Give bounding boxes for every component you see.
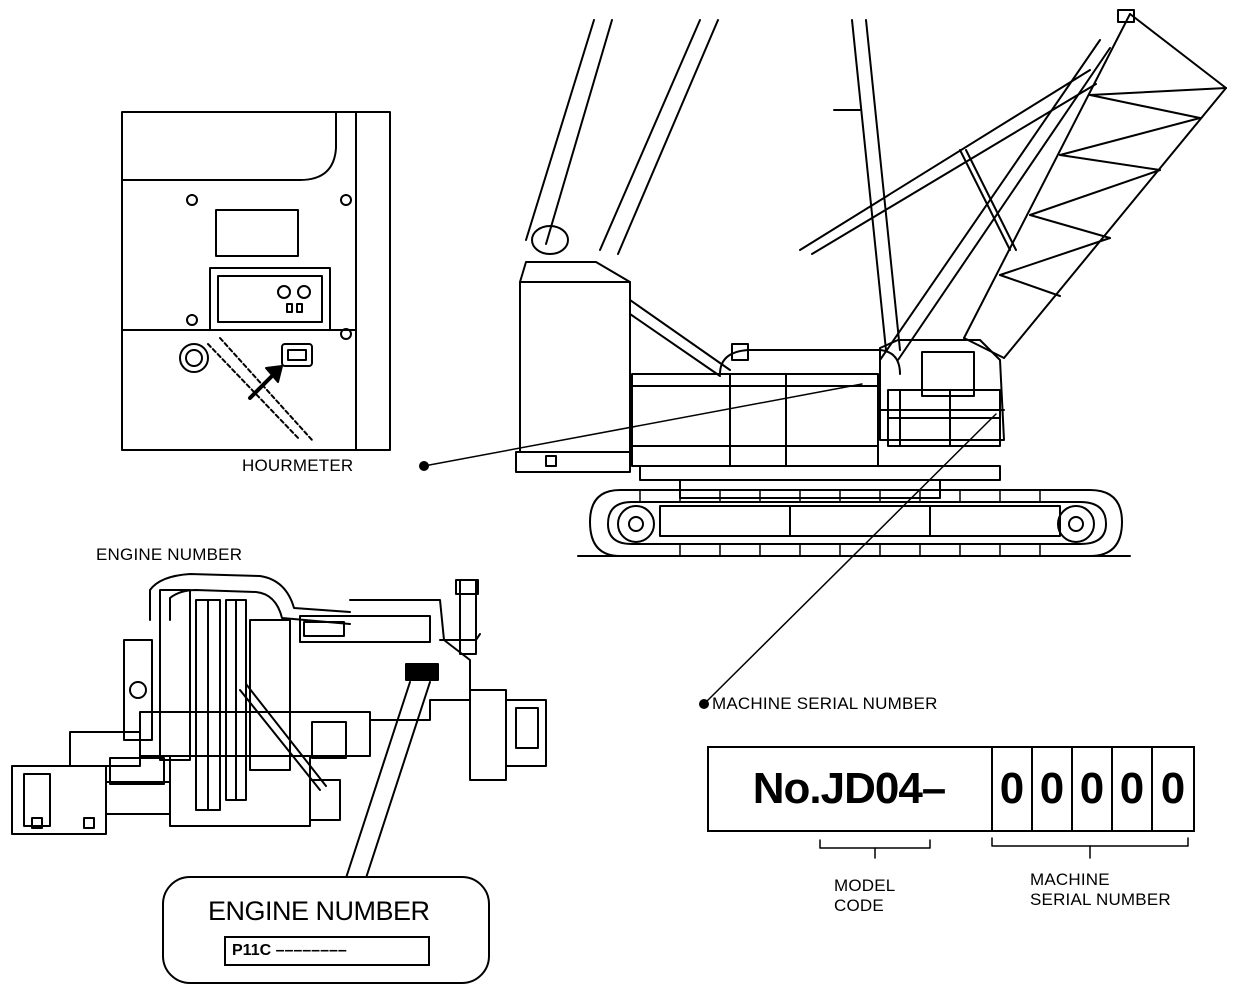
machine-serial-caption-line2: SERIAL NUMBER	[1030, 890, 1171, 909]
engine-illustration	[11, 573, 547, 835]
serial-pointer-dot	[699, 699, 709, 709]
machine-serial-caption: MACHINE SERIAL NUMBER	[1030, 870, 1171, 910]
model-code-line1: MODEL	[834, 876, 896, 895]
serial-digit-5: 0	[1151, 748, 1193, 830]
model-code-line2: CODE	[834, 896, 884, 915]
serial-number-plate: No.JD04– 0 0 0 0 0	[707, 746, 1195, 832]
engine-number-label: ENGINE NUMBER	[96, 545, 243, 564]
serial-prefix: No.JD04–	[752, 764, 947, 813]
engine-number-plate: ENGINE NUMBER P11C ––––––––	[162, 876, 490, 984]
machine-serial-number-label: MACHINE SERIAL NUMBER	[712, 694, 938, 713]
model-code-label: MODEL CODE	[834, 876, 895, 916]
serial-digit-4: 0	[1111, 748, 1151, 830]
hourmeter-label: HOURMETER	[242, 456, 354, 475]
engine-plate-title: ENGINE NUMBER	[208, 896, 430, 926]
hourmeter-panel-illustration	[121, 111, 391, 451]
crawler-crane-illustration	[515, 9, 1227, 557]
serial-digit-1: 0	[991, 748, 1031, 830]
serial-digit-2: 0	[1031, 748, 1071, 830]
engine-plate-value: P11C ––––––––	[224, 936, 430, 966]
hourmeter-pointer-dot	[419, 461, 429, 471]
machine-serial-caption-line1: MACHINE	[1030, 870, 1110, 889]
serial-digit-3: 0	[1071, 748, 1111, 830]
